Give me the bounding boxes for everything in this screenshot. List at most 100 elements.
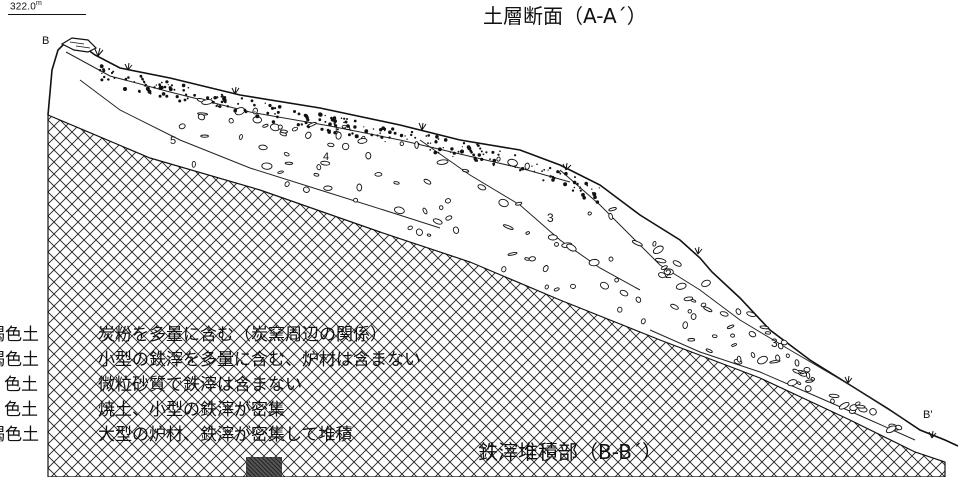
charcoal-dot <box>563 182 568 187</box>
charcoal-dot <box>184 93 188 96</box>
pebble <box>277 170 284 174</box>
charcoal-dot <box>296 123 300 127</box>
charcoal-dot <box>344 120 348 124</box>
charcoal-dot <box>467 146 472 151</box>
pebble <box>426 233 432 237</box>
charcoal-dot <box>158 84 162 87</box>
pebble <box>617 306 623 313</box>
charcoal-dot <box>404 135 406 137</box>
charcoal-dot <box>215 105 218 107</box>
charcoal-dot <box>548 166 552 170</box>
charcoal-dot <box>381 126 386 130</box>
charcoal-dot <box>547 169 549 171</box>
pebble <box>803 366 811 373</box>
title-soil-section: 土層断面（A-A´） <box>483 4 647 28</box>
pebble <box>422 207 428 215</box>
charcoal-dot <box>144 82 146 84</box>
pebble <box>631 240 643 247</box>
pebble <box>553 287 560 292</box>
pebble <box>327 142 335 148</box>
layer-number-3-lower: 3 <box>771 336 778 350</box>
charcoal-dot <box>138 91 141 93</box>
charcoal-dot <box>343 117 346 120</box>
charcoal-dot <box>101 72 103 75</box>
pebble <box>719 311 729 317</box>
charcoal-dot <box>571 189 575 192</box>
legend-layer-name: 色土 <box>4 400 38 420</box>
bedrock-layer <box>47 114 946 478</box>
charcoal-dot <box>165 80 169 84</box>
charcoal-dot <box>186 97 189 100</box>
pebble <box>652 241 657 247</box>
charcoal-dot <box>213 96 216 99</box>
charcoal-dot <box>384 129 386 132</box>
charcoal-dot <box>425 135 428 137</box>
charcoal-dot <box>155 84 157 86</box>
pebble <box>357 137 368 144</box>
charcoal-dot <box>437 138 440 140</box>
pebble <box>855 404 866 409</box>
pebble <box>805 379 814 383</box>
pebble <box>838 401 850 410</box>
pebble <box>507 252 518 256</box>
charcoal-dot <box>417 142 420 145</box>
charcoal-dot <box>334 124 338 128</box>
pebble <box>283 151 290 157</box>
charcoal-dot <box>372 128 375 130</box>
charcoal-dot <box>594 197 596 199</box>
charcoal-dot <box>168 86 172 90</box>
pebble <box>608 207 617 212</box>
charcoal-dot <box>347 133 351 137</box>
legend-layer-name: 褐色土 <box>0 425 39 445</box>
pebble <box>599 281 610 290</box>
pebble <box>502 224 514 230</box>
charcoal-dot <box>384 141 386 143</box>
layer-number-1: 1 <box>333 123 339 135</box>
pebble <box>701 279 711 288</box>
pebble <box>619 289 629 297</box>
pebble <box>608 212 614 220</box>
pebble <box>316 164 322 171</box>
charcoal-dot <box>564 171 568 176</box>
charcoal-dot <box>107 78 109 80</box>
charcoal-dot <box>579 187 581 189</box>
pebble <box>663 268 674 276</box>
layer-boundary-4 <box>79 79 441 229</box>
pebble <box>305 131 312 139</box>
pebble <box>228 117 234 124</box>
charcoal-dot <box>427 142 429 145</box>
legend-description: 炭粉を多量に含む（炭窯周辺の関係） <box>98 325 387 345</box>
charcoal-dot <box>297 112 301 116</box>
charcoal-dot <box>572 180 577 185</box>
charcoal-dot <box>237 102 240 105</box>
pebble <box>869 408 877 416</box>
pebble <box>654 257 667 264</box>
charcoal-dot <box>175 95 179 99</box>
charcoal-dot <box>181 83 186 88</box>
charcoal-dot <box>140 76 143 78</box>
charcoal-dot <box>347 124 350 128</box>
charcoal-dot <box>435 135 439 139</box>
charcoal-dot <box>110 71 114 75</box>
charcoal-dot <box>133 81 136 83</box>
charcoal-dot <box>452 156 454 158</box>
charcoal-dot <box>336 128 339 131</box>
charcoal-dot <box>556 170 560 174</box>
charcoal-dot <box>240 97 244 100</box>
charcoal-dot <box>271 120 276 124</box>
charcoal-dot <box>221 95 224 98</box>
charcoal-dot <box>477 145 480 147</box>
legend-description: 焼土、小型の鉄滓が密集 <box>98 400 285 420</box>
pebble <box>507 158 518 167</box>
charcoal-dot <box>300 123 303 126</box>
pebble <box>284 181 290 187</box>
pebble <box>261 162 273 170</box>
charcoal-dot <box>520 167 525 171</box>
charcoal-dot <box>307 125 310 129</box>
pebble <box>675 282 687 290</box>
charcoal-dot <box>485 151 488 154</box>
charcoal-dot <box>206 96 210 100</box>
pebble <box>178 123 186 130</box>
